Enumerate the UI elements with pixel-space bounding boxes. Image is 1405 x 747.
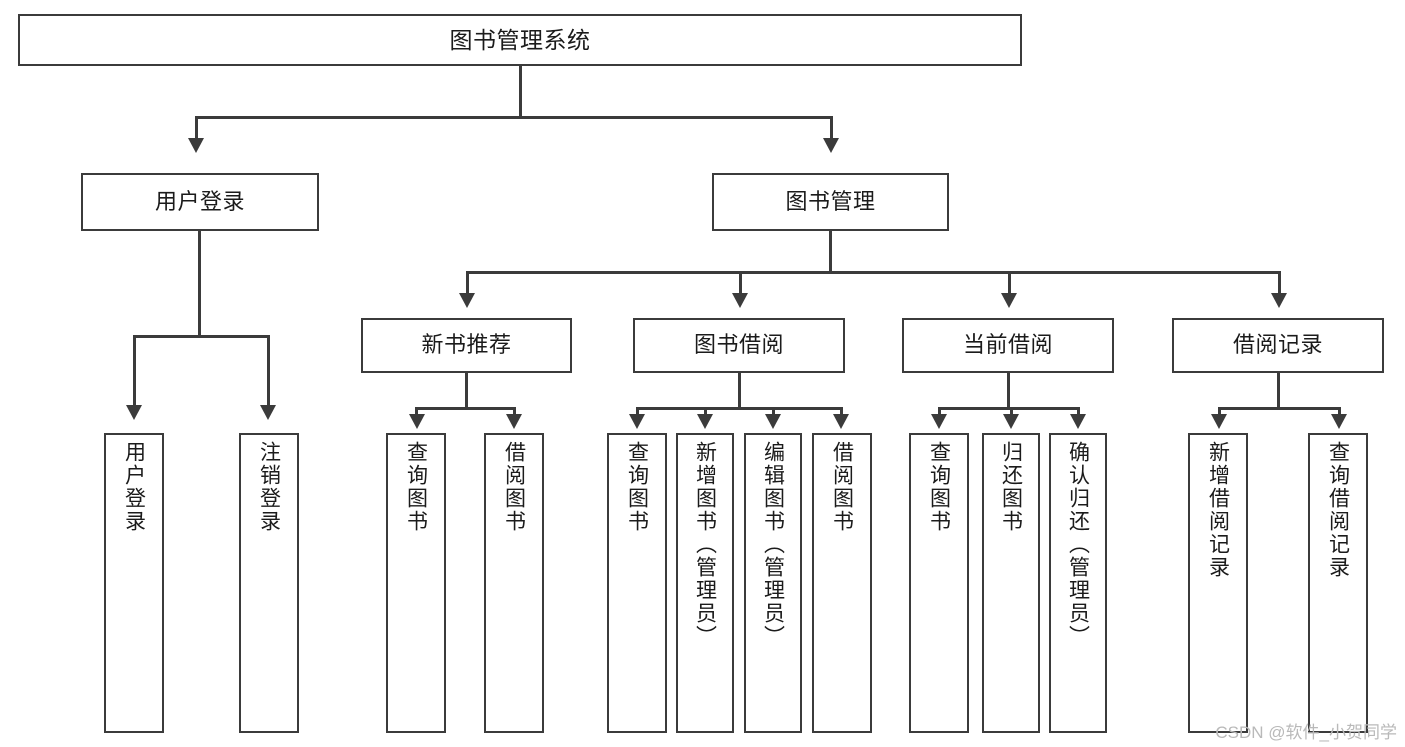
arrow-to-leaf-confirm-return [1070,414,1086,429]
connector-br-stem [1277,373,1280,409]
node-leaf-confirm-return[interactable]: 确认归还（管理员） [1049,433,1107,733]
node-leaf-query-book-2[interactable]: 查询图书 [607,433,667,733]
node-leaf-user-login[interactable]: 用户登录 [104,433,164,733]
node-leaf-logout-label: 注销登录 [257,441,281,533]
node-new-book-rec-label: 新书推荐 [421,332,512,358]
arrow-to-leaf-query-book-3 [931,414,947,429]
node-leaf-query-book-3-label: 查询图书 [927,441,951,533]
connector-user-login-stem [198,231,201,337]
arrow-to-leaf-query-book-2 [629,414,645,429]
node-book-manage[interactable]: 图书管理 [712,173,949,231]
arrow-to-leaf-user-login [126,405,142,420]
connector-cb-drop-2 [1010,407,1013,417]
node-leaf-logout[interactable]: 注销登录 [239,433,299,733]
connector-nbr-drop-2 [513,407,516,417]
node-leaf-query-book-1-label: 查询图书 [404,441,428,533]
node-leaf-add-book-label: 新增图书（管理员） [693,441,717,648]
connector-root-to-user-login [195,116,198,140]
node-leaf-borrow-book-1-label: 借阅图书 [502,441,526,533]
connector-root-bus [195,116,833,119]
node-leaf-query-book-1[interactable]: 查询图书 [386,433,446,733]
node-current-borrow[interactable]: 当前借阅 [902,318,1114,373]
arrow-to-leaf-borrow-book-2 [833,414,849,429]
connector-bb-drop-3 [772,407,775,417]
connector-br-drop-2 [1338,407,1341,417]
arrow-to-leaf-logout [260,405,276,420]
connector-nbr-bus [415,407,516,410]
connector-cb-stem [1007,373,1010,409]
connector-bb-drop-1 [636,407,639,417]
node-leaf-return-book[interactable]: 归还图书 [982,433,1040,733]
arrow-to-borrow-record [1271,293,1287,308]
connector-book-manage-stem [829,231,832,273]
node-leaf-borrow-book-2[interactable]: 借阅图书 [812,433,872,733]
node-user-login-label: 用户登录 [154,188,245,214]
connector-cb-drop-1 [938,407,941,417]
node-leaf-add-record-label: 新增借阅记录 [1206,441,1230,579]
arrow-to-leaf-return-book [1003,414,1019,429]
connector-br-drop-1 [1218,407,1221,417]
node-leaf-add-record[interactable]: 新增借阅记录 [1188,433,1248,733]
connector-user-login-bus [133,335,269,338]
node-leaf-user-login-label: 用户登录 [122,441,146,533]
connector-cb-bus [938,407,1079,410]
connector-bb-drop-2 [704,407,707,417]
connector-book-manage-bus [466,271,1278,274]
node-root-label: 图书管理系统 [449,26,591,53]
arrow-to-current-borrow [1001,293,1017,308]
node-leaf-borrow-book-2-label: 借阅图书 [830,441,854,533]
arrow-to-leaf-borrow-book-1 [506,414,522,429]
node-current-borrow-label: 当前借阅 [962,332,1053,358]
arrow-root-to-user-login [188,138,204,153]
node-leaf-query-book-2-label: 查询图书 [625,441,649,533]
connector-bb-bus [636,407,843,410]
connector-br-bus [1218,407,1339,410]
connector-cb-drop-3 [1077,407,1080,417]
node-new-book-rec[interactable]: 新书推荐 [361,318,572,373]
node-leaf-query-book-3[interactable]: 查询图书 [909,433,969,733]
connector-bb-stem [738,373,741,409]
connector-bm-drop-4 [1278,271,1281,295]
arrow-to-leaf-query-book-1 [409,414,425,429]
node-book-borrow[interactable]: 图书借阅 [633,318,845,373]
node-book-manage-label: 图书管理 [785,188,876,214]
node-borrow-record-label: 借阅记录 [1232,332,1323,358]
node-leaf-query-record[interactable]: 查询借阅记录 [1308,433,1368,733]
node-leaf-borrow-book-1[interactable]: 借阅图书 [484,433,544,733]
connector-nbr-stem [465,373,468,409]
node-leaf-return-book-label: 归还图书 [999,441,1023,533]
connector-root-stem [519,66,522,118]
arrow-to-leaf-add-record [1211,414,1227,429]
arrow-to-leaf-query-record [1331,414,1347,429]
node-user-login[interactable]: 用户登录 [81,173,319,231]
connector-user-login-drop-2 [267,335,270,407]
connector-bm-drop-2 [739,271,742,295]
connector-nbr-drop-1 [415,407,418,417]
connector-root-to-book-manage [830,116,833,140]
node-leaf-edit-book[interactable]: 编辑图书（管理员） [744,433,802,733]
node-borrow-record[interactable]: 借阅记录 [1172,318,1384,373]
arrow-root-to-book-manage [823,138,839,153]
connector-bm-drop-1 [466,271,469,295]
node-leaf-add-book[interactable]: 新增图书（管理员） [676,433,734,733]
connector-bb-drop-4 [840,407,843,417]
node-root[interactable]: 图书管理系统 [18,14,1022,66]
connector-bm-drop-3 [1008,271,1011,295]
node-leaf-edit-book-label: 编辑图书（管理员） [761,441,785,648]
node-leaf-query-record-label: 查询借阅记录 [1326,441,1350,579]
connector-user-login-drop-1 [133,335,136,407]
arrow-to-book-borrow [732,293,748,308]
arrow-to-new-book-rec [459,293,475,308]
arrow-to-leaf-add-book [697,414,713,429]
node-leaf-confirm-return-label: 确认归还（管理员） [1066,441,1090,648]
arrow-to-leaf-edit-book [765,414,781,429]
node-book-borrow-label: 图书借阅 [693,332,784,358]
